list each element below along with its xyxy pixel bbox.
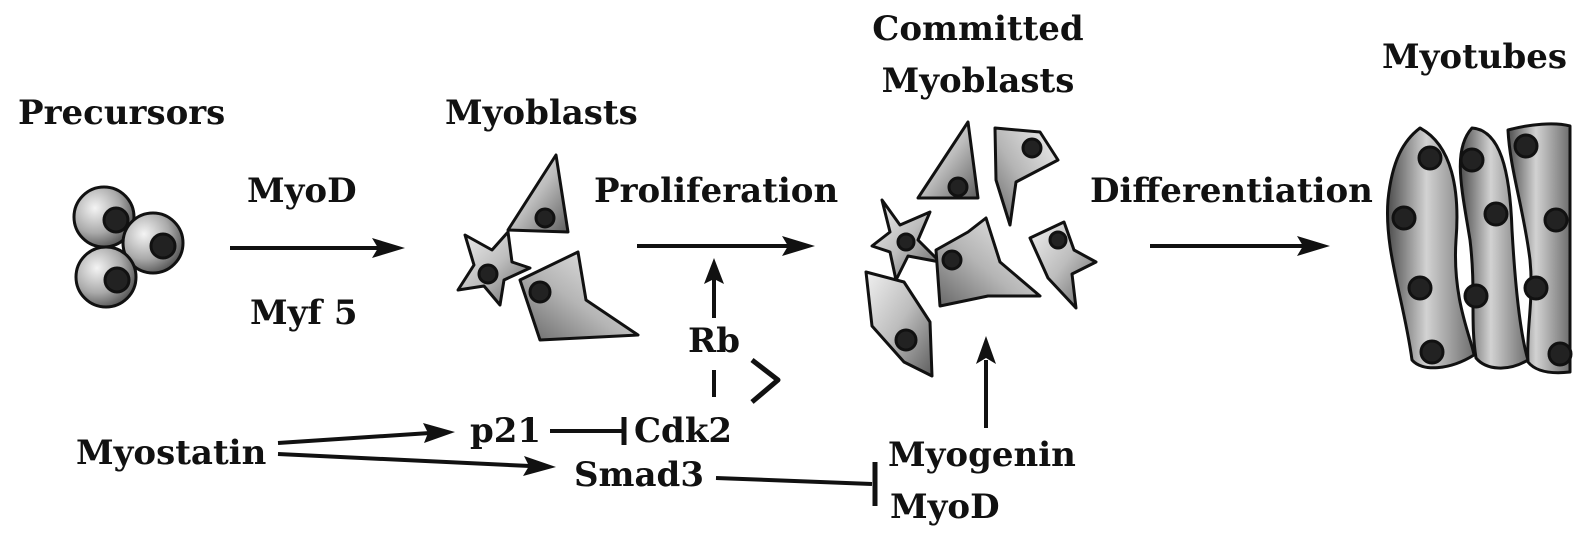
inhibition-smad3-myogenin [715,462,878,506]
committed-cell [993,126,1060,227]
arrow-proliferation [637,236,815,256]
label-myogenin: Myogenin [888,435,1076,475]
label-cdk2: Cdk2 [634,411,733,451]
myotube [1506,122,1573,375]
committed-cell [934,216,1042,308]
inhibition-p21-cdk2 [550,417,627,445]
myoblast-cell [518,250,640,342]
label-differentiation: Differentiation [1090,171,1373,211]
label-rb: Rb [688,321,741,361]
cdk2-feedback-bracket [750,358,781,404]
precursor-cell [121,211,185,275]
label-proliferation: Proliferation [594,171,839,211]
committed-cell [870,198,942,282]
myoblast-cell [456,230,532,307]
label-p21: p21 [470,411,542,451]
myotubes [1385,122,1573,375]
arrow-myostatin-to-smad3 [277,452,556,476]
label-myod-top: MyoD [247,171,357,211]
arrow-myogenin-to-committed [976,336,996,428]
arrow-rb-to-proliferation [704,258,724,318]
label-myod-bottom: MyoD [890,487,1000,527]
myoblast-cell [506,153,570,234]
precursor-cell [74,245,138,309]
label-smad3: Smad3 [574,455,704,495]
committed-cell [864,270,934,378]
label-precursors: Precursors [18,93,226,133]
label-myoblasts: Myoblasts [445,93,638,133]
arrow-precursors-to-myoblasts [230,238,405,258]
committed-cell [916,120,980,200]
precursor-cells [72,185,185,309]
precursor-cell [72,185,136,249]
committed-myoblast-cells [864,120,1098,378]
label-myf5: Myf 5 [250,293,358,333]
committed-cell [1028,220,1098,310]
myotube [1458,126,1530,370]
label-myostatin: Myostatin [76,433,267,473]
label-committed-line2: Myoblasts [881,61,1075,101]
myoblast-cells [456,153,640,342]
arrow-differentiation [1150,236,1330,256]
label-committed-line1: Committed [872,9,1084,49]
arrow-myostatin-to-p21 [277,423,455,445]
label-myotubes: Myotubes [1382,37,1568,77]
myotube [1385,126,1476,370]
